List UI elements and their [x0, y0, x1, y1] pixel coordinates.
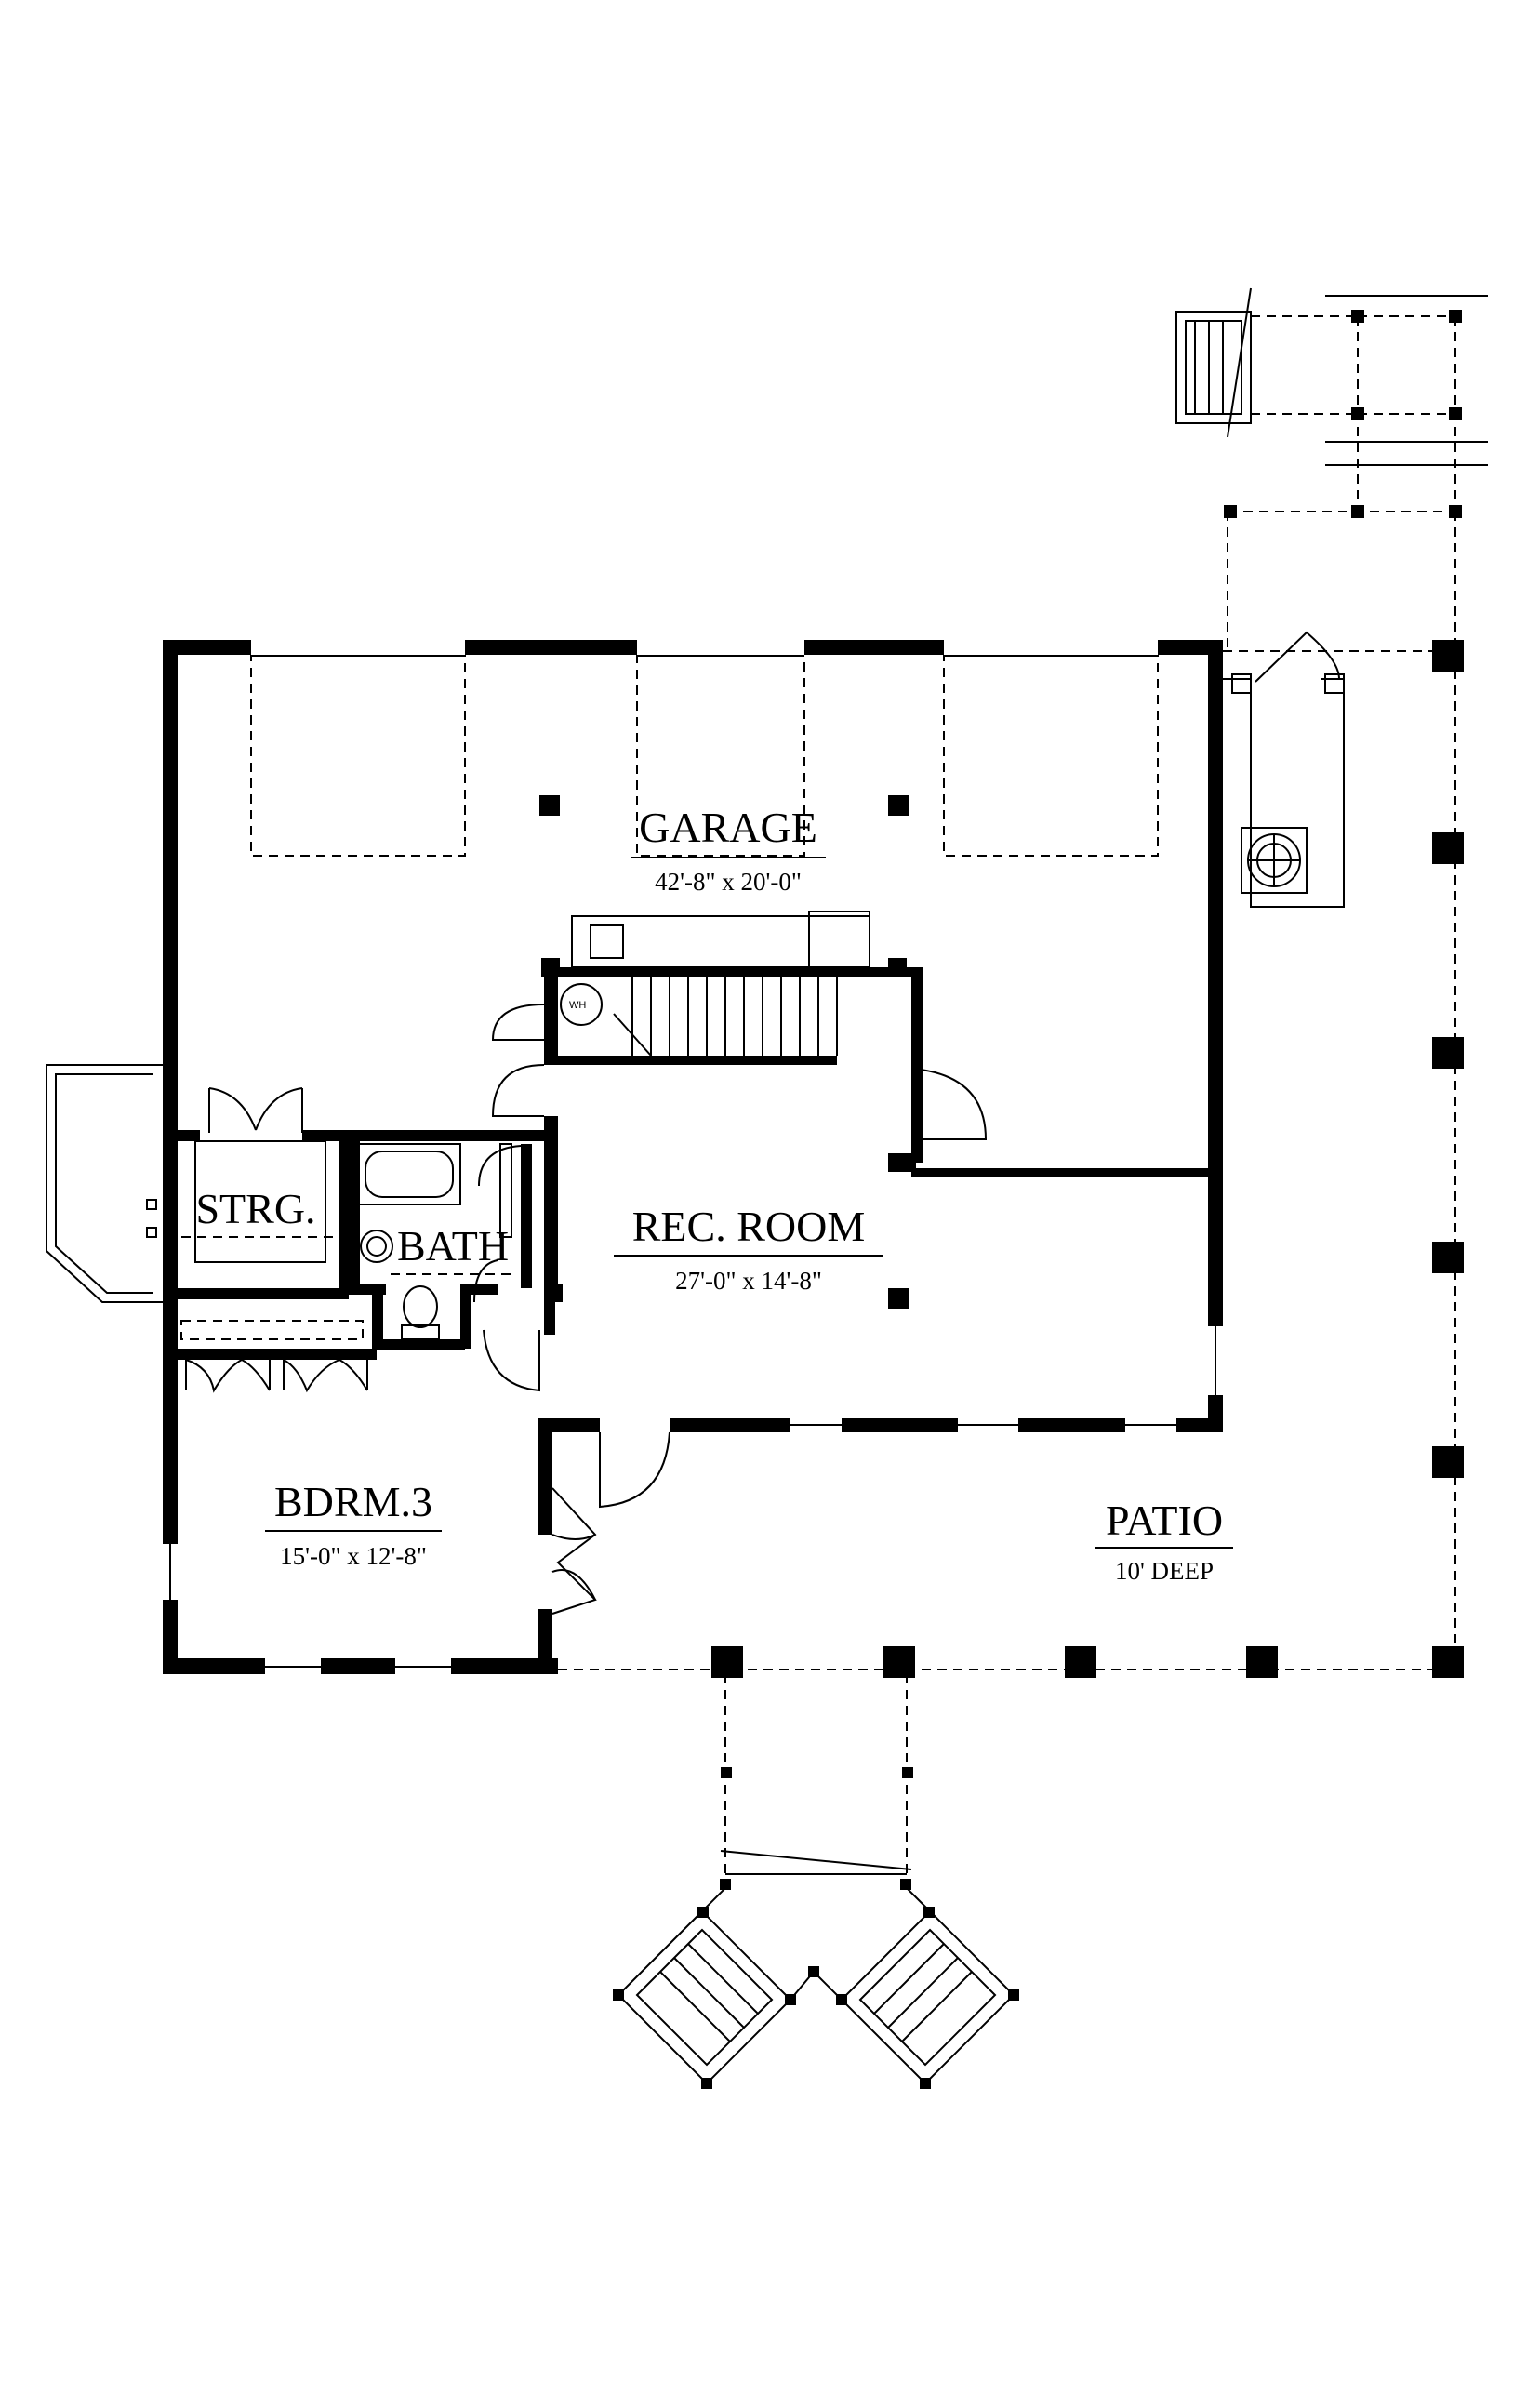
storage-closet [181, 1087, 339, 1263]
room-labels: GARAGE 42'-8" x 20'-0" REC. ROOM 27'-0" … [195, 804, 1233, 1585]
storage-name: STRG. [195, 1185, 315, 1232]
garage-dims: 42'-8" x 20'-0" [655, 868, 802, 896]
bath-fixtures [357, 1143, 540, 1392]
patio [558, 640, 1464, 1678]
water-heater-label: WH [569, 1000, 586, 1011]
garage-name: GARAGE [639, 804, 817, 851]
bath-name: BATH [397, 1222, 509, 1270]
patio-dims: 10' DEEP [1115, 1557, 1214, 1585]
upper-deck [1175, 287, 1488, 1660]
garage: WH [250, 655, 1159, 1026]
garage-side-porch [1223, 631, 1345, 908]
bedroom3-dims: 15'-0" x 12'-8" [280, 1542, 427, 1570]
left-bay [46, 1064, 163, 1303]
front-steps [613, 1674, 1019, 2089]
rec-room-details [551, 1288, 909, 1615]
bedroom3-name: BDRM.3 [274, 1478, 432, 1525]
patio-name: PATIO [1106, 1496, 1223, 1544]
rec-room-dims: 27'-0" x 14'-8" [675, 1267, 822, 1295]
rec-room-name: REC. ROOM [632, 1203, 865, 1250]
bedroom-closet [180, 1320, 368, 1393]
interior-walls [163, 967, 1223, 1488]
